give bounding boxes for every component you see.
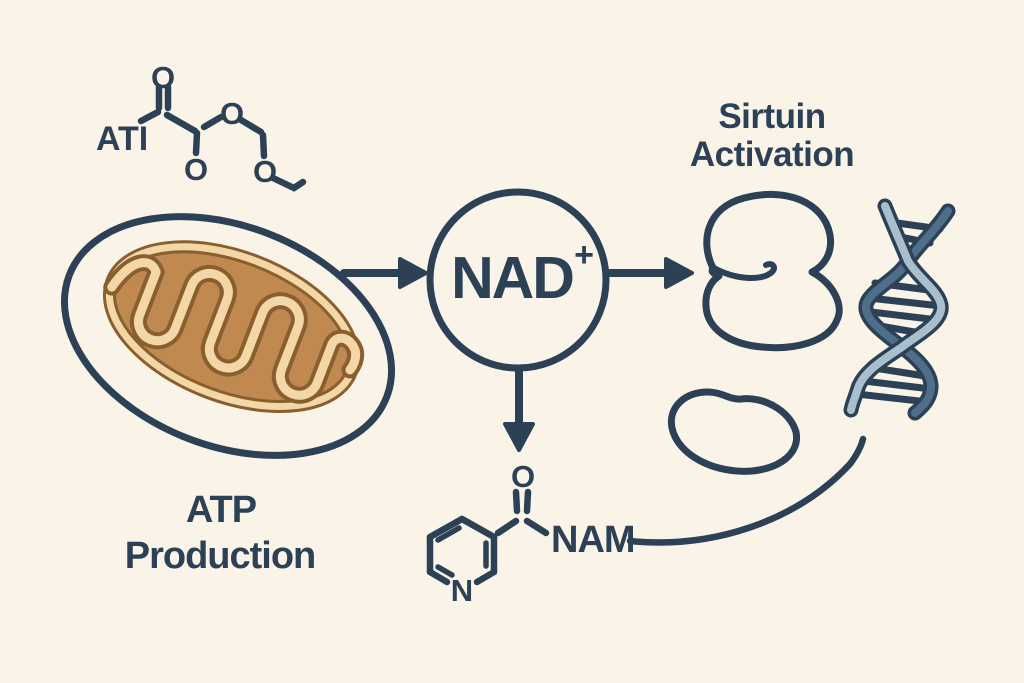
bond: [200, 113, 225, 131]
nam-label: NAM: [551, 519, 635, 561]
protein-blob-body: [702, 191, 843, 352]
oxygen-atom-label: O: [511, 459, 535, 494]
arrow-nad-to-nam: [503, 366, 535, 452]
nad-plus-superscript: +: [574, 236, 594, 274]
bond: [192, 129, 201, 157]
bond: [137, 108, 162, 125]
bond: [523, 517, 550, 537]
sirtuin-protein-large: [702, 191, 843, 352]
sirtuin-protein-small: [667, 388, 801, 475]
mitochondrion-outer-membrane: [60, 213, 396, 459]
protein-fold-line: [711, 261, 778, 281]
atp-molecule-structure: ATI O O O O: [96, 60, 307, 192]
bond: [237, 116, 265, 136]
oxygen-atom-label: O: [253, 154, 277, 189]
sirtuin-caption-line1: Sirtuin: [718, 97, 825, 136]
oxygen-atom-label: O: [184, 152, 208, 187]
carbonyl-double-bond: [512, 488, 532, 515]
carbonyl-double-bond: [155, 83, 172, 112]
bond: [163, 111, 199, 135]
pyridine-ring: [426, 515, 498, 586]
atp-production-caption-line2: Production: [125, 535, 316, 577]
nam-molecule: O N NAM: [426, 459, 636, 608]
oxygen-atom-label: O: [220, 96, 244, 131]
atp-molecule-label: ATI: [96, 120, 148, 158]
atp-production-caption-line1: ATP: [186, 489, 257, 531]
sirtuin-caption-line2: Activation: [690, 135, 854, 174]
nam-to-dna-connector-curve: [626, 435, 867, 546]
arrow-mito-to-nad: [340, 257, 428, 289]
dna-strand-light: [847, 202, 946, 414]
methyl-tail-bond: [269, 174, 307, 192]
nitrogen-atom-label: N: [451, 573, 473, 608]
nad-label: NAD: [451, 245, 573, 311]
dna-helix: [843, 198, 956, 421]
cristae-ribbon: [107, 258, 361, 400]
bond: [259, 131, 268, 160]
mitochondrion: [60, 213, 396, 459]
nad-node: NAD +: [426, 188, 610, 372]
bond: [494, 517, 520, 537]
arrow-nad-to-sirtuin: [606, 257, 694, 289]
oxygen-atom-label: O: [151, 60, 175, 95]
